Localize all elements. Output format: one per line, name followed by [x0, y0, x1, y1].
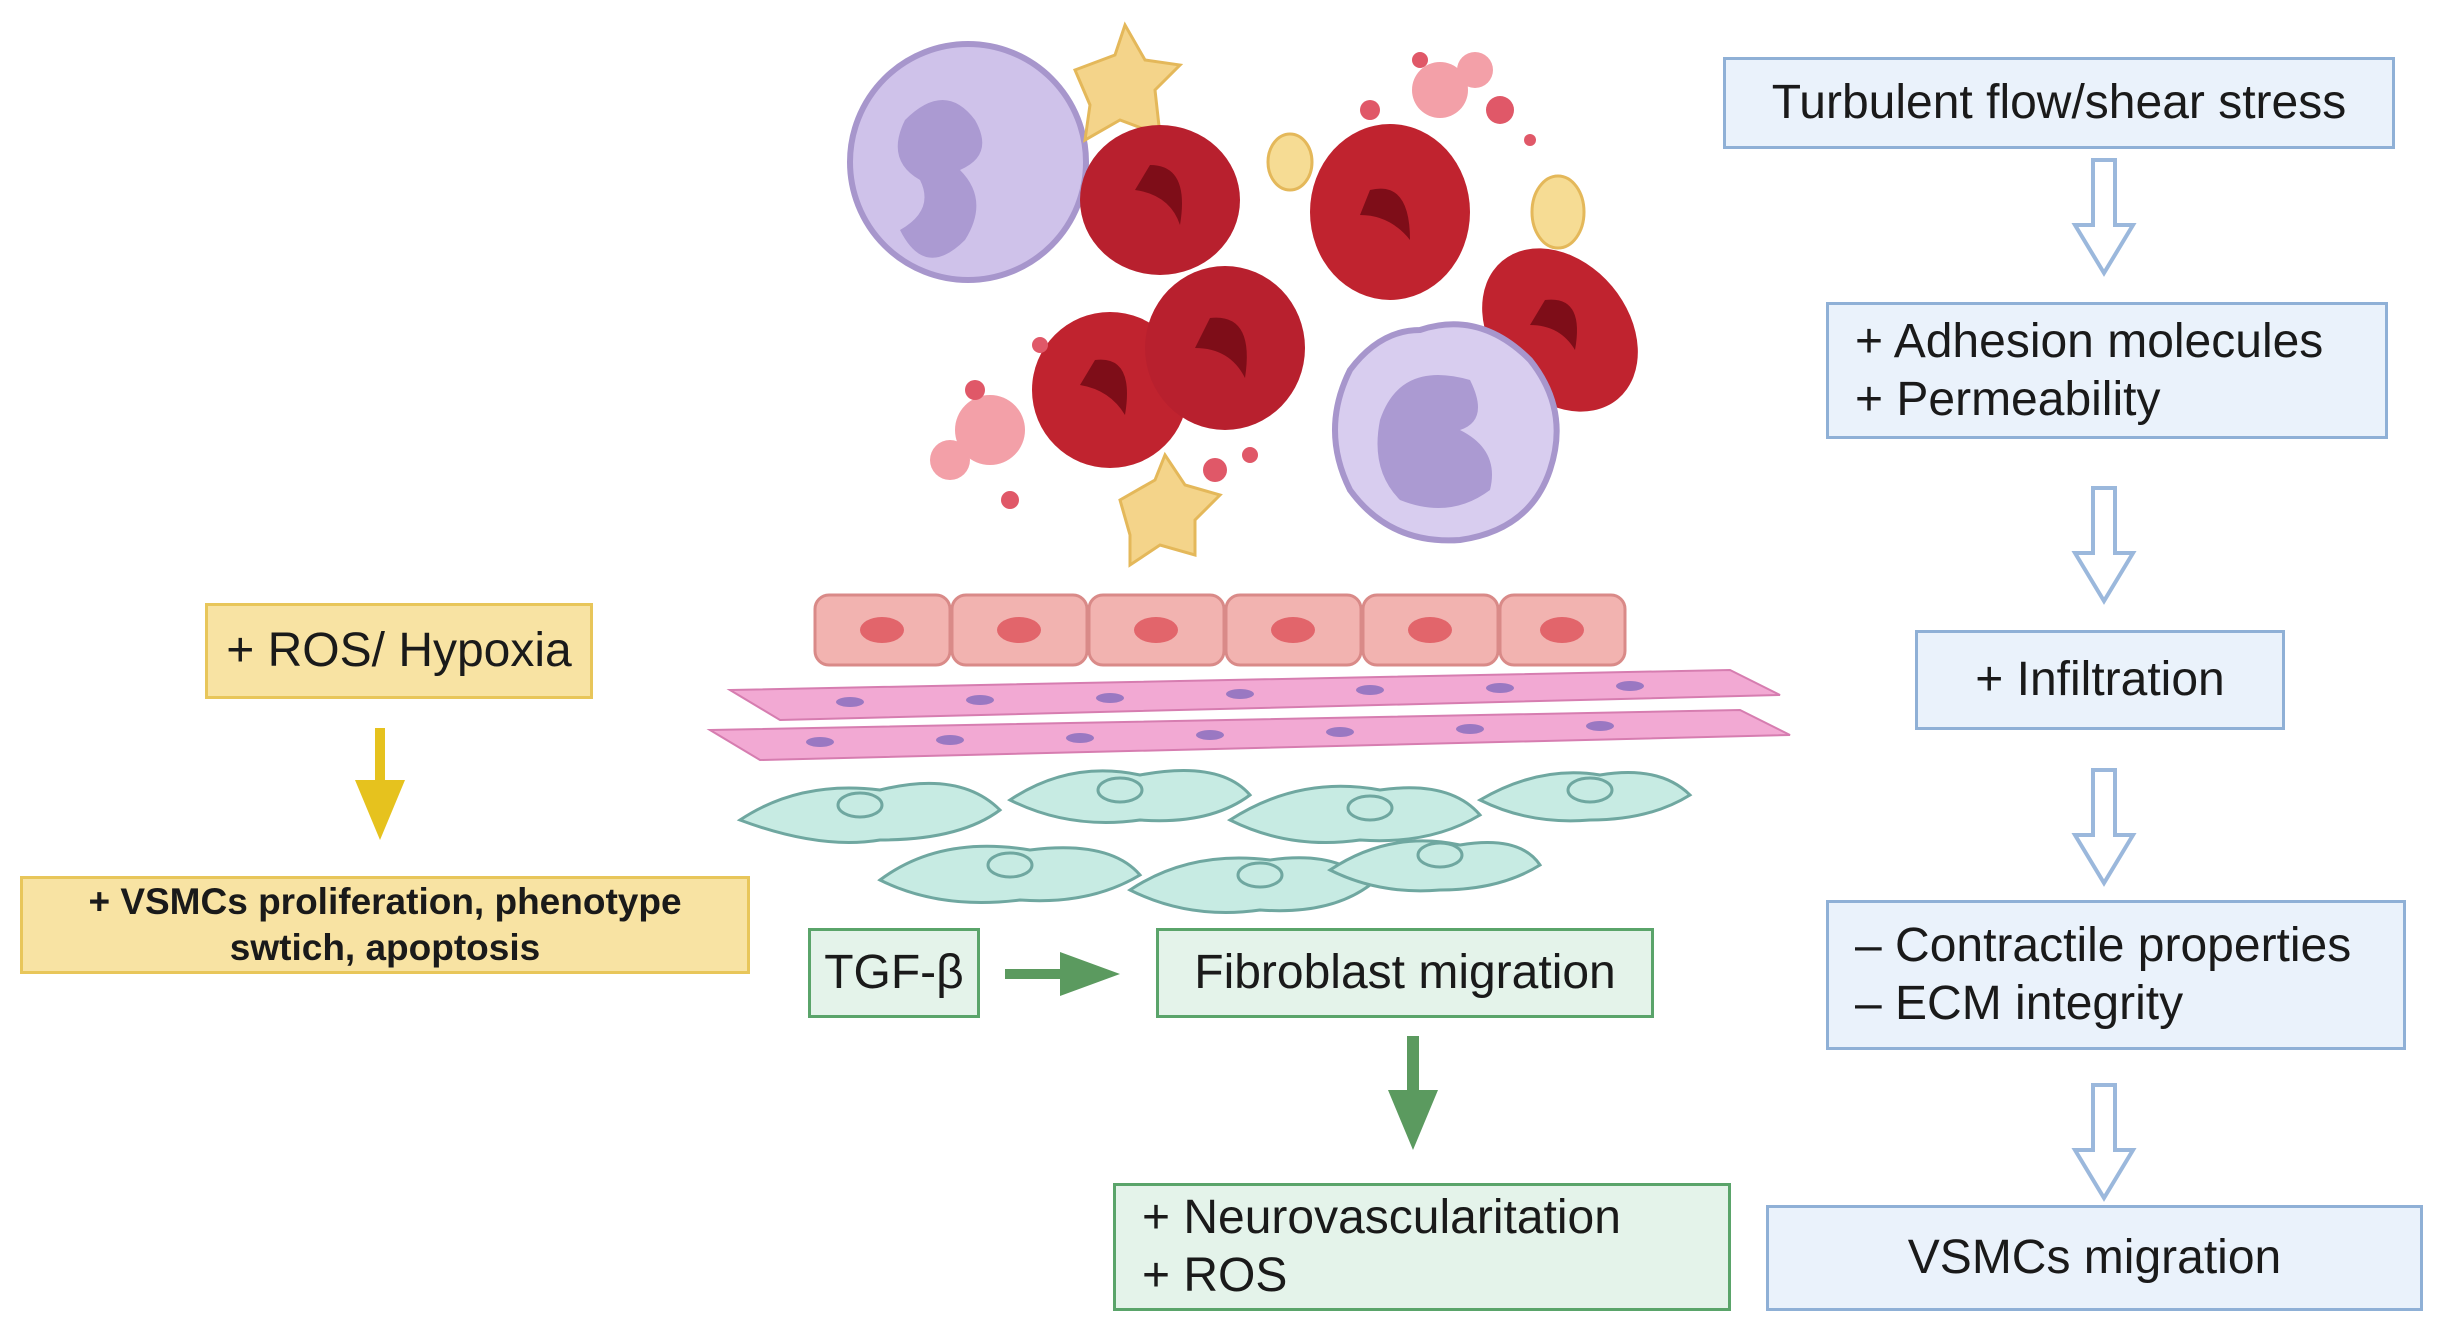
vsmcs-proliferation-line1: + VSMCs proliferation, phenotype: [88, 881, 682, 922]
fibroblast-layer: [736, 769, 1693, 914]
hemolysis-fragments: [930, 52, 1536, 509]
blue-arrows: [2071, 158, 2137, 1202]
infiltration-box: + Infiltration: [1915, 630, 2285, 730]
red-blood-cell: [1310, 124, 1470, 300]
vsmcs-migration-label: VSMCs migration: [1907, 1231, 2282, 1284]
fibroblast-migration-box: Fibroblast migration: [1156, 928, 1654, 1018]
ros-label: + ROS: [1142, 1249, 1288, 1302]
contractile-label: – Contractile properties: [1855, 919, 2352, 972]
platelet: [1266, 132, 1314, 192]
smooth-muscle-layer: [706, 668, 1791, 762]
adhesion-label: + Adhesion molecules: [1855, 314, 2324, 368]
infiltration-label: + Infiltration: [1975, 653, 2225, 706]
down-arrow-icon: [2071, 768, 2137, 887]
endothelial-layer: [813, 593, 1627, 667]
down-arrow-icon: [2071, 1083, 2137, 1202]
platelet: [1118, 451, 1223, 568]
platelet: [1073, 21, 1184, 143]
yellow-arrow: [355, 728, 405, 840]
contractile-ecm-box: – Contractile properties – ECM integrity: [1826, 900, 2406, 1050]
neurovascularitation-label: + Neurovascularitation: [1142, 1191, 1621, 1244]
neutrophil-cell: [847, 41, 1089, 283]
platelet: [1530, 174, 1586, 250]
red-blood-cell: [1080, 125, 1240, 275]
down-arrow-icon: [2071, 486, 2137, 605]
blood-cells: [847, 21, 1638, 568]
adhesion-permeability-box: + Adhesion molecules + Permeability: [1826, 302, 2388, 439]
ecm-label: – ECM integrity: [1855, 977, 2184, 1030]
vsmcs-proliferation-box: + VSMCs proliferation, phenotype swtich,…: [20, 876, 750, 974]
turbulent-flow-label: Turbulent flow/shear stress: [1771, 76, 2347, 129]
monocyte-cell: [1332, 321, 1560, 544]
permeability-label: + Permeability: [1855, 372, 2161, 426]
green-arrows: [1005, 952, 1438, 1150]
ros-hypoxia-box: + ROS/ Hypoxia: [205, 603, 593, 699]
ros-hypoxia-label: + ROS/ Hypoxia: [226, 624, 572, 677]
vsmcs-migration-box: VSMCs migration: [1766, 1205, 2423, 1311]
tgf-beta-box: TGF-β: [808, 928, 980, 1018]
vsmcs-proliferation-line2: swtich, apoptosis: [229, 927, 541, 968]
tgf-beta-label: TGF-β: [824, 946, 964, 999]
fibroblast-migration-label: Fibroblast migration: [1194, 946, 1616, 999]
red-blood-cell: [1145, 266, 1305, 430]
down-arrow-icon: [2071, 158, 2137, 277]
neurovascularitation-box: + Neurovascularitation + ROS: [1113, 1183, 1731, 1311]
turbulent-flow-box: Turbulent flow/shear stress: [1723, 57, 2395, 149]
